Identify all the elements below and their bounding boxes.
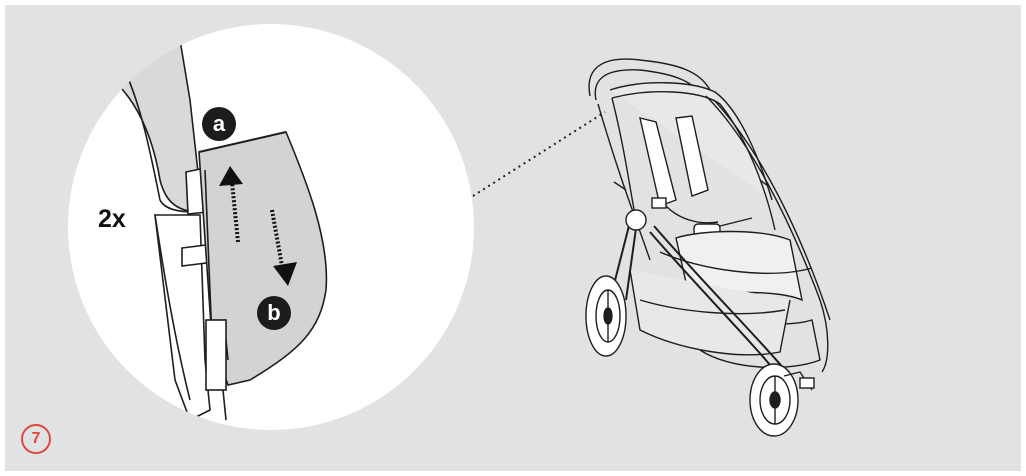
leader-line: [473, 112, 605, 196]
stroller-illustration: [586, 59, 830, 436]
callout-b: b: [257, 296, 291, 330]
multiplier-label: 2x: [98, 205, 126, 234]
callout-a: a: [202, 107, 236, 141]
step-number-badge: 7: [21, 424, 51, 454]
